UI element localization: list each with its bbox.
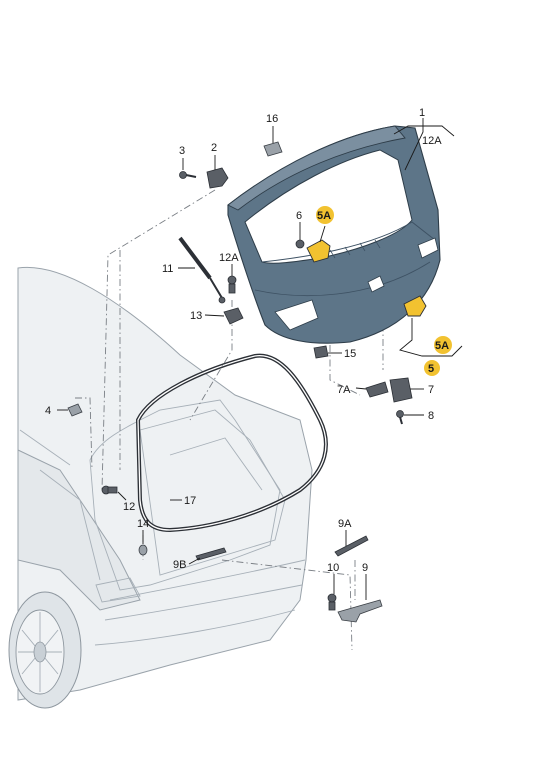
callout-2: 2 [211, 142, 217, 154]
callout-12A-mid: 12A [219, 252, 239, 264]
callout-3: 3 [179, 145, 185, 157]
part-16-buffer [263, 141, 283, 157]
highlight-5A-top [316, 206, 334, 224]
part-11-gas-strut [178, 236, 226, 304]
part-9-bracket [337, 599, 383, 623]
callout-7A: 7A [337, 384, 351, 396]
part-5A-bracket-right [403, 295, 427, 317]
callout-12: 12 [123, 501, 135, 513]
rear-window-glass [244, 149, 413, 264]
callout-8: 8 [428, 410, 434, 422]
part-10-fastener [327, 593, 337, 611]
callout-11: 11 [162, 263, 173, 275]
part-13-bracket [223, 307, 244, 325]
part-8-bolt [396, 410, 404, 425]
callout-14: 14 [137, 518, 149, 530]
callout-9B: 9B [173, 559, 186, 571]
leader-lines [57, 118, 463, 600]
part-15-buffer [313, 345, 329, 359]
callout-6: 6 [296, 210, 302, 222]
part-12A-ball-stud [227, 275, 237, 294]
callout-17: 17 [184, 495, 196, 507]
part-9B-strip [195, 547, 227, 561]
callout-5: 5 [428, 363, 434, 375]
part-2-hinge [206, 167, 229, 189]
callout-5A-top: 5A [317, 210, 331, 222]
part-12-ball-stud [101, 485, 118, 495]
callout-15: 15 [344, 348, 356, 360]
part-4-clip [67, 403, 83, 417]
callout-9A: 9A [338, 518, 352, 530]
callout-9: 9 [362, 562, 368, 574]
car-body [8, 266, 328, 709]
part-3-bolt [179, 171, 197, 179]
callout-10: 10 [327, 562, 339, 574]
parts [67, 141, 452, 623]
callout-5A-right: 5A [435, 340, 449, 352]
callout-labels: 1 12A 16 3 2 6 5A 11 12A 13 15 5A 5 7A 7… [45, 107, 449, 574]
part-7-lock [389, 377, 413, 403]
callout-16: 16 [266, 113, 278, 125]
highlight-5 [424, 360, 440, 376]
callout-4: 4 [45, 405, 51, 417]
part-7A-cover [365, 381, 389, 398]
tailgate-assembly [227, 125, 441, 344]
callout-13: 13 [190, 310, 202, 322]
callout-1: 1 [419, 107, 425, 119]
callout-7: 7 [428, 384, 434, 396]
part-5A-bracket [306, 239, 331, 263]
part-14-plug [138, 544, 148, 556]
part-9A-strip [334, 535, 369, 557]
highlight-5A-right [434, 336, 452, 354]
part-6-nut [295, 239, 305, 249]
callout-12A-top: 12A [422, 135, 442, 147]
